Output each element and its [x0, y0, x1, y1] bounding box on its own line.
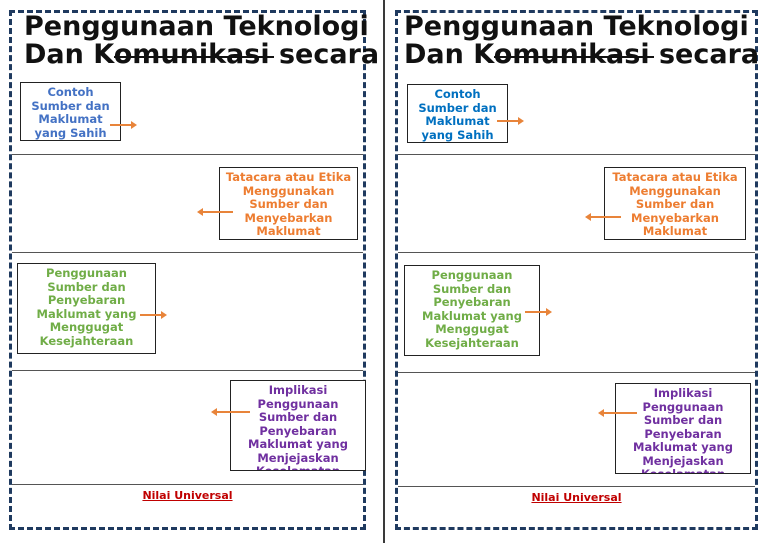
row-separator [12, 484, 363, 485]
arrow-left [598, 409, 637, 417]
title-line-2: Dan Komunikasi secara [24, 41, 379, 69]
title-line-1: Penggunaan Teknologi [404, 11, 749, 42]
implications-box: Implikasi Penggunaan Sumber dan Penyebar… [615, 383, 751, 474]
arrow-right [110, 121, 137, 129]
arrow-left [211, 408, 250, 416]
row-separator [398, 486, 755, 487]
row-separator [12, 252, 363, 253]
center-divider [383, 0, 385, 543]
panel-title: Penggunaan Teknologi Dan Komunikasi seca… [24, 11, 379, 69]
etiquette-box: Tatacara atau Etika Menggunakan Sumber d… [219, 167, 358, 240]
row-separator [398, 252, 755, 253]
worksheet-panel-right: Penggunaan Teknologi Dan Komunikasi seca… [395, 10, 761, 530]
title-line-2-text: Dan Komunikasi secara [24, 39, 380, 70]
universal-values-heading: Nilai Universal [531, 491, 622, 504]
title-line-2-text: Dan Komunikasi secara [404, 39, 760, 70]
row-separator [398, 372, 755, 373]
welfare-threat-box: Penggunaan Sumber dan Penyebaran Makluma… [404, 265, 540, 356]
panel-title: Penggunaan Teknologi Dan Komunikasi seca… [404, 13, 761, 69]
arrow-right [140, 311, 167, 319]
arrow-left [197, 208, 233, 216]
title-line-2: Dan Komunikasi secara [404, 41, 761, 69]
example-sources-box: Contoh Sumber dan Maklumat yang Sahih [20, 82, 121, 141]
arrow-right [525, 308, 552, 316]
title-strike-mark [494, 56, 654, 58]
implications-box: Implikasi Penggunaan Sumber dan Penyebar… [230, 380, 366, 471]
worksheet-panel-left: Penggunaan Teknologi Dan Komunikasi seca… [9, 10, 379, 530]
welfare-threat-box: Penggunaan Sumber dan Penyebaran Makluma… [17, 263, 156, 354]
etiquette-box: Tatacara atau Etika Menggunakan Sumber d… [604, 167, 746, 240]
universal-values-heading: Nilai Universal [142, 489, 233, 502]
example-sources-box: Contoh Sumber dan Maklumat yang Sahih [407, 84, 508, 143]
title-strike-mark [114, 56, 274, 58]
row-separator [12, 370, 363, 371]
arrow-right [497, 117, 524, 125]
arrow-left [585, 213, 621, 221]
row-separator [398, 154, 755, 155]
row-separator [12, 154, 363, 155]
title-line-1: Penggunaan Teknologi [24, 11, 369, 42]
